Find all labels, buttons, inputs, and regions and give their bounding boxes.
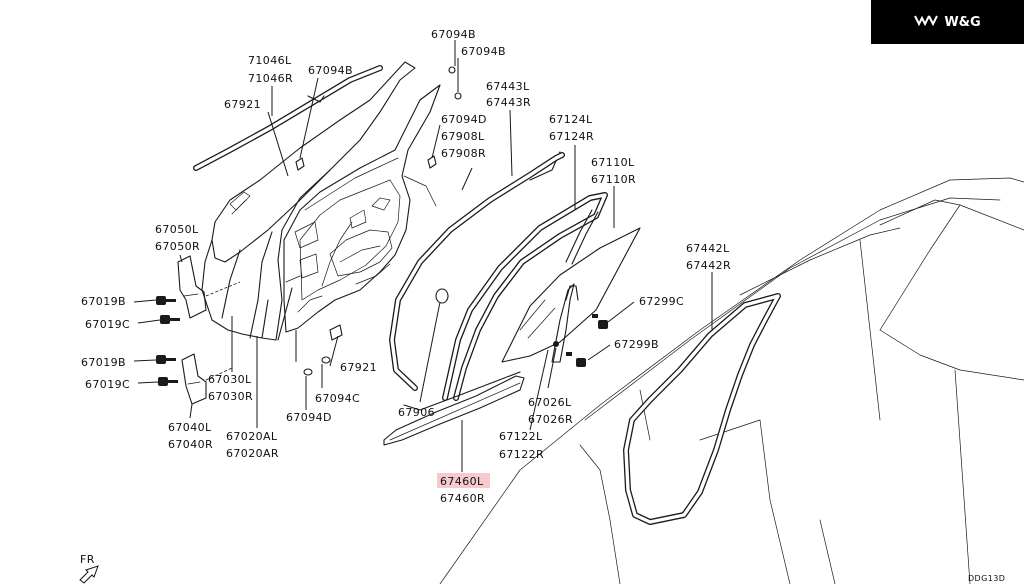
label-67019c: 67019C bbox=[85, 378, 130, 391]
label-67094d: 67094D bbox=[286, 411, 332, 424]
label-71046l: 71046L bbox=[248, 54, 292, 67]
label-67020ar: 67020AR bbox=[226, 447, 279, 460]
door-glass bbox=[501, 227, 641, 363]
label-67019b: 67019B bbox=[81, 356, 126, 369]
label-67019b: 67019B bbox=[81, 295, 126, 308]
label-67019c: 67019C bbox=[85, 318, 130, 331]
label-67299c: 67299C bbox=[639, 295, 684, 308]
door-seal bbox=[389, 152, 565, 411]
label-67050l: 67050L bbox=[155, 223, 199, 236]
label-67443l: 67443L bbox=[486, 80, 530, 93]
label-67921: 67921 bbox=[340, 361, 377, 374]
car-body-outline bbox=[439, 177, 1024, 584]
label-67050r: 67050R bbox=[155, 240, 200, 253]
label-67442r: 67442R bbox=[686, 259, 731, 272]
small-clips bbox=[295, 66, 462, 376]
label-67921: 67921 bbox=[224, 98, 261, 111]
label-67094b: 67094B bbox=[461, 45, 506, 58]
label-67094b: 67094B bbox=[308, 64, 353, 77]
part-labels: 67094B 67094B 71046L 67094B 67443L 71046… bbox=[81, 28, 731, 505]
front-label: FR bbox=[80, 553, 95, 566]
label-67026r: 67026R bbox=[528, 413, 573, 426]
label-67094b: 67094B bbox=[431, 28, 476, 41]
label-67110l: 67110L bbox=[591, 156, 635, 169]
label-67908l: 67908L bbox=[441, 130, 485, 143]
label-67030l: 67030L bbox=[208, 373, 252, 386]
logo-text: W&G bbox=[944, 14, 981, 30]
label-67094d: 67094D bbox=[441, 113, 487, 126]
label-67030r: 67030R bbox=[208, 390, 253, 403]
label-67460r: 67460R bbox=[440, 492, 485, 505]
label-67906: 67906 bbox=[398, 406, 435, 419]
highlight-67460l bbox=[437, 473, 490, 488]
brand-logo: W&G bbox=[871, 0, 1024, 44]
label-67124l: 67124L bbox=[549, 113, 593, 126]
label-67094c: 67094C bbox=[315, 392, 360, 405]
label-67020al: 67020AL bbox=[226, 430, 278, 443]
label-67124r: 67124R bbox=[549, 130, 594, 143]
belt-moulding bbox=[383, 375, 525, 446]
door-inner-panel bbox=[283, 84, 441, 333]
bolts bbox=[156, 296, 608, 386]
front-arrow-icon bbox=[79, 565, 99, 584]
leader-lines bbox=[133, 40, 713, 472]
label-71046r: 71046R bbox=[248, 72, 293, 85]
diagram-code: DDG13D bbox=[968, 574, 1005, 583]
label-67110r: 67110R bbox=[591, 173, 636, 186]
door-hinges bbox=[177, 255, 241, 405]
door-opening-weatherstrip bbox=[623, 293, 781, 525]
front-direction-indicator: FR bbox=[79, 553, 99, 584]
label-67122l: 67122L bbox=[499, 430, 543, 443]
label-67026l: 67026L bbox=[528, 396, 572, 409]
logo-mark-icon bbox=[914, 14, 939, 30]
label-67299b: 67299B bbox=[614, 338, 659, 351]
label-67040r: 67040R bbox=[168, 438, 213, 451]
door-frame-weatherstrip bbox=[193, 65, 383, 171]
label-67442l: 67442L bbox=[686, 242, 730, 255]
sash-channel bbox=[551, 209, 599, 363]
label-67460l: 67460L bbox=[440, 475, 484, 488]
label-67122r: 67122R bbox=[499, 448, 544, 461]
label-67908r: 67908R bbox=[441, 147, 486, 160]
label-67040l: 67040L bbox=[168, 421, 212, 434]
label-67443r: 67443R bbox=[486, 96, 531, 109]
